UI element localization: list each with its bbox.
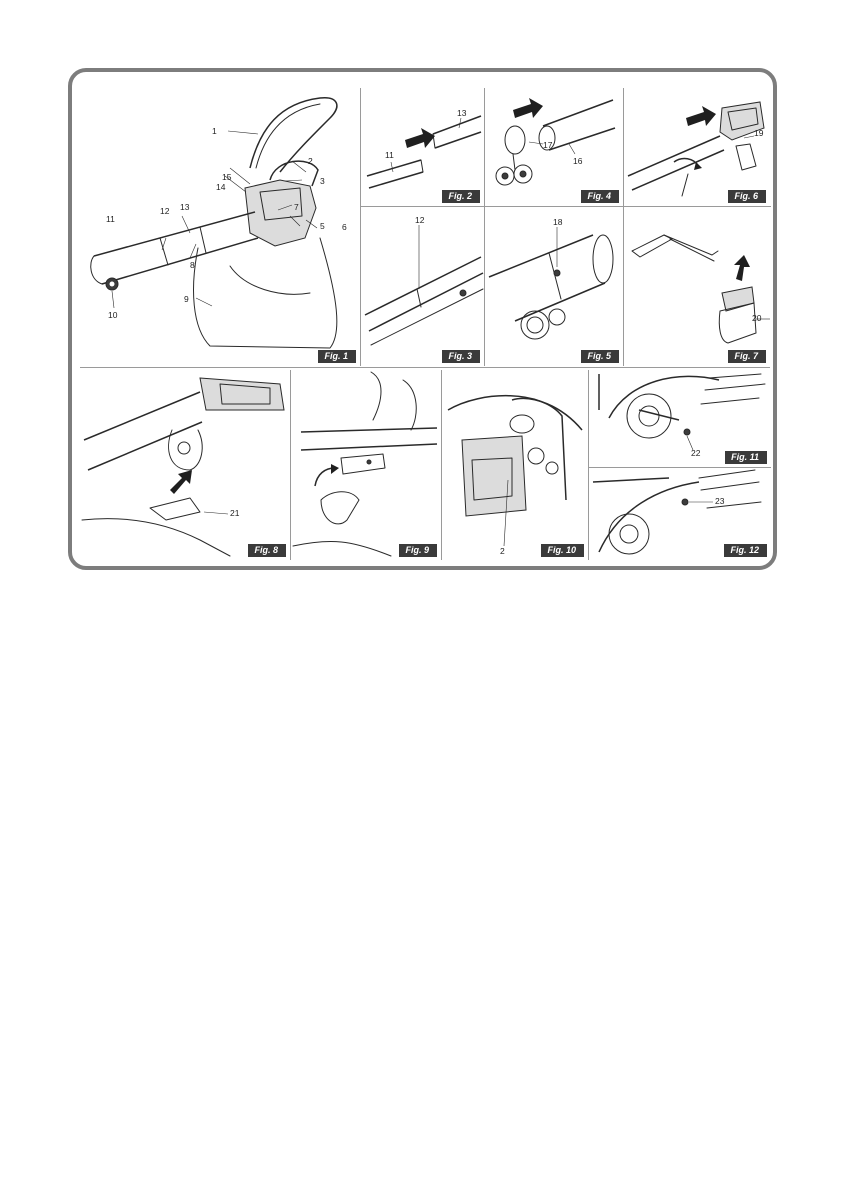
figure-label: Fig. 5	[581, 350, 619, 363]
callout-13: 13	[457, 108, 466, 118]
wheel-fitted-drawing	[485, 207, 623, 366]
figure-label: Fig. 1	[318, 350, 356, 363]
figure-6-panel: 19 Fig. 6	[624, 88, 770, 206]
bag-connector-drawing	[624, 207, 770, 366]
callout-3: 3	[320, 176, 325, 186]
figure-frame: 1 2 3 5 6 7 8 9 10 11 12 13 14 15 Fig. 1…	[68, 68, 777, 570]
figure-7-panel: 20 Fig. 7	[624, 207, 770, 366]
callout-19: 19	[754, 128, 763, 138]
figure-8-panel: 21 Fig. 8	[80, 370, 290, 560]
figure-5-panel: 18 Fig. 5	[485, 207, 623, 366]
vacuum-tube-fitting-drawing	[624, 88, 770, 206]
figure-9-panel: Fig. 9	[291, 370, 441, 560]
callout-14: 14	[216, 182, 225, 192]
figure-11-panel: 22 Fig. 11	[589, 370, 771, 467]
callout-15: 15	[222, 172, 231, 182]
figure-label: Fig. 4	[581, 190, 619, 203]
callout-16: 16	[573, 156, 582, 166]
figure-label: Fig. 2	[442, 190, 480, 203]
callout-17: 17	[543, 140, 552, 150]
callout-2: 2	[500, 546, 505, 556]
callout-12: 12	[415, 215, 424, 225]
callout-6: 6	[342, 222, 347, 232]
callout-11: 11	[106, 214, 115, 224]
callout-22: 22	[691, 448, 700, 458]
callout-21: 21	[230, 508, 239, 518]
figure-12-panel: 23 Fig. 12	[589, 468, 771, 560]
bag-clip-drawing	[80, 370, 290, 560]
callout-12: 12	[160, 206, 169, 216]
callout-11: 11	[385, 150, 394, 160]
figure-label: Fig. 7	[728, 350, 766, 363]
figure-label: Fig. 9	[399, 544, 437, 557]
callout-13: 13	[180, 202, 189, 212]
figure-2-panel: 13 11 Fig. 2	[361, 88, 484, 206]
callout-5: 5	[320, 221, 325, 231]
callout-7: 7	[294, 202, 299, 212]
callout-9: 9	[184, 294, 189, 304]
callout-1: 1	[212, 126, 217, 136]
figure-label: Fig. 6	[728, 190, 766, 203]
switch-handle-drawing	[442, 370, 588, 560]
wheel-attachment-drawing	[485, 88, 623, 206]
tube-assembly-drawing	[361, 88, 484, 206]
tube-joint-drawing	[361, 207, 484, 366]
tube-lock-drawing	[291, 370, 441, 560]
figure-3-panel: 12 Fig. 3	[361, 207, 484, 366]
figure-label: Fig. 12	[724, 544, 767, 557]
figure-label: Fig. 11	[725, 451, 767, 464]
callout-8: 8	[190, 260, 195, 270]
figure-1-panel: 1 2 3 5 6 7 8 9 10 11 12 13 14 15 Fig. 1	[80, 88, 360, 366]
callout-18: 18	[553, 217, 562, 227]
callout-10: 10	[108, 310, 117, 320]
figure-10-panel: 2 Fig. 10	[442, 370, 588, 560]
blower-vacuum-overview-drawing	[80, 88, 360, 366]
callout-23: 23	[715, 496, 724, 506]
figure-label: Fig. 3	[442, 350, 480, 363]
figure-label: Fig. 8	[248, 544, 286, 557]
callout-2: 2	[308, 156, 313, 166]
figure-4-panel: 17 16 Fig. 4	[485, 88, 623, 206]
callout-20: 20	[752, 313, 761, 323]
separator	[80, 367, 770, 368]
figure-label: Fig. 10	[541, 544, 584, 557]
